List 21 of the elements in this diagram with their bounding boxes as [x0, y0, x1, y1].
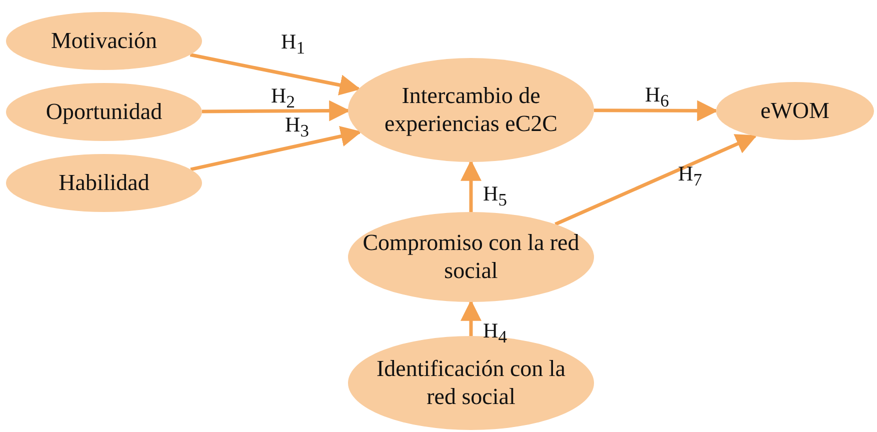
construct-label: Oportunidad — [46, 98, 162, 126]
construct-label: Habilidad — [58, 169, 150, 197]
hypothesis-label: H$_{3}$ — [285, 112, 309, 142]
arrow — [594, 100, 718, 122]
arrow — [554, 134, 758, 226]
hypothesis-label: H$_{5}$ — [483, 181, 507, 211]
arrow — [202, 100, 350, 122]
construct-label: eWOM — [760, 97, 830, 125]
hypothesis-label: H$_{2}$ — [271, 83, 295, 113]
hypothesis-label: H$_{7}$ — [678, 161, 702, 191]
hypothesis-label: H$_{1}$ — [281, 29, 305, 59]
arrow — [190, 53, 361, 96]
hypothesis-label: H$_{4}$ — [483, 318, 507, 348]
construct-label: Compromiso con la red social — [362, 229, 580, 285]
arrow — [460, 160, 482, 212]
construct-label: Motivación — [50, 27, 158, 55]
construct-label: Intercambio de experiencias eC2C — [383, 82, 559, 138]
hypothesis-label: H$_{6}$ — [645, 82, 669, 112]
arrow — [190, 126, 362, 172]
construct-label: Identificación con la red social — [375, 355, 567, 411]
arrow — [460, 300, 482, 336]
